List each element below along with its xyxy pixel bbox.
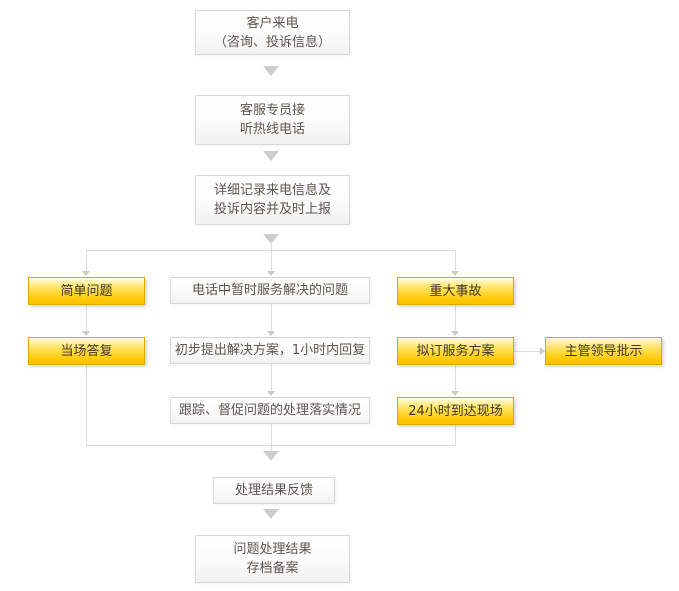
node-label: 电话中暂时服务解决的问题: [191, 283, 348, 298]
node-agent-answer: 客服专员接 听热线电话: [195, 95, 350, 145]
arrow-right-icon: [540, 347, 545, 355]
arrow-down-icon: [263, 234, 279, 244]
node-propose-solution: 初步提出解决方案，1小时内回复: [170, 337, 370, 364]
connector-line: [455, 365, 456, 391]
arrow-down-icon: [82, 271, 90, 276]
node-archive: 问题处理结果 存档备案: [195, 535, 350, 583]
node-onsite-reply: 当场答复: [28, 337, 145, 365]
node-label: 详细记录来电信息及 投诉内容并及时上报: [213, 183, 331, 217]
node-major-accident: 重大事故: [397, 277, 514, 305]
node-label: 处理结果反馈: [234, 483, 313, 498]
connector-line: [514, 351, 540, 352]
arrow-down-icon: [451, 391, 459, 396]
node-leader-approval: 主管领导批示: [545, 337, 662, 365]
arrow-down-icon: [451, 331, 459, 336]
arrow-down-icon: [263, 66, 279, 76]
connector-line: [455, 425, 456, 445]
connector-line: [86, 305, 87, 331]
node-label: 重大事故: [429, 283, 482, 299]
node-label: 简单问题: [60, 283, 113, 299]
node-arrive-onsite: 24小时到达现场: [397, 397, 514, 425]
connector-line: [271, 304, 272, 331]
node-phone-resolved: 电话中暂时服务解决的问题: [170, 277, 370, 304]
arrow-down-icon: [263, 509, 279, 519]
connector-line: [86, 365, 87, 445]
arrow-down-icon: [263, 451, 279, 461]
node-simple-issue: 简单问题: [28, 277, 145, 305]
arrow-down-icon: [267, 271, 275, 276]
connector-line: [271, 445, 272, 451]
node-label: 客服专员接 听热线电话: [239, 103, 305, 137]
arrow-down-icon: [267, 391, 275, 396]
arrow-down-icon: [263, 151, 279, 161]
connector-line: [271, 424, 272, 445]
node-draft-plan: 拟订服务方案: [397, 337, 514, 365]
node-customer-call: 客户来电 （咨询、投诉信息）: [195, 10, 350, 55]
connector-line: [455, 305, 456, 331]
node-result-feedback: 处理结果反馈: [213, 477, 335, 504]
arrow-down-icon: [82, 331, 90, 336]
node-track-supervise: 跟踪、督促问题的处理落实情况: [170, 397, 370, 424]
node-label: 24小时到达现场: [408, 403, 503, 419]
node-label: 拟订服务方案: [416, 343, 495, 359]
connector-line: [271, 244, 272, 250]
arrow-down-icon: [267, 331, 275, 336]
node-label: 客户来电 （咨询、投诉信息）: [213, 15, 331, 50]
connector-line: [455, 250, 456, 271]
node-label: 主管领导批示: [564, 343, 643, 359]
arrow-down-icon: [451, 271, 459, 276]
connector-line: [86, 250, 87, 271]
node-label: 初步提出解决方案，1小时内回复: [174, 343, 366, 358]
node-record-report: 详细记录来电信息及 投诉内容并及时上报: [195, 175, 350, 225]
node-label: 当场答复: [60, 343, 113, 359]
node-label: 问题处理结果 存档备案: [233, 542, 312, 576]
node-label: 跟踪、督促问题的处理落实情况: [178, 403, 361, 418]
connector-line: [271, 250, 272, 271]
connector-line: [271, 364, 272, 391]
